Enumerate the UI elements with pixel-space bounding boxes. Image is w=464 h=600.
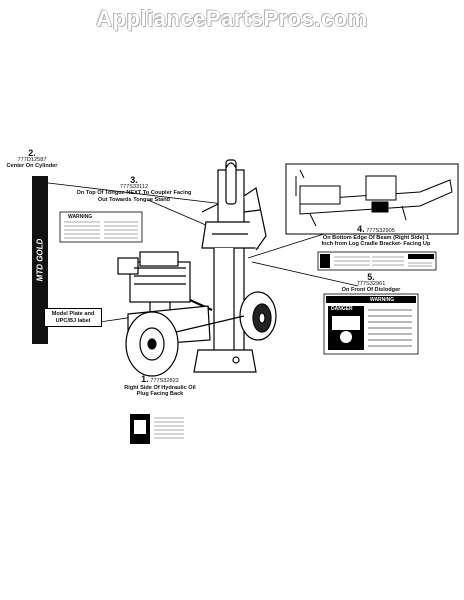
decal-2-mtd-gold: MTD GOLD — [32, 176, 48, 344]
callout-2-num: 2. — [28, 148, 36, 158]
callout-1: 1. 777S32822 Right Side Of Hydraulic Oil… — [118, 374, 202, 398]
leader-line-5 — [251, 261, 359, 287]
callout-5-text: On Front Of Dislodger — [341, 287, 401, 294]
callout-4-code: 777S32905 — [366, 228, 395, 234]
inset-detail — [285, 163, 459, 235]
decal-1 — [130, 414, 186, 444]
callout-1-code: 777S32822 — [150, 378, 179, 384]
leader-line-2 — [39, 181, 233, 206]
callout-3-text: On Top Of Tongue NEXT To Coupler Facing … — [76, 190, 192, 203]
decal-3-warning: WARNING — [68, 214, 93, 220]
decal-5-warning: WARNING — [370, 297, 395, 303]
callout-3-code: 777S33112 — [119, 183, 149, 190]
watermark: AppliancePartsPros.com — [96, 6, 368, 31]
splitter-body — [117, 159, 277, 377]
model-plate-label: Model Plate and UPC/BJ label — [44, 308, 102, 328]
callout-1-num: 1. — [141, 374, 149, 384]
callout-5: 5. 777S32961 On Front Of Dislodger — [330, 272, 412, 294]
callout-5-num: 5. — [367, 272, 375, 282]
callout-4-num: 4. — [357, 224, 365, 234]
decal-5-danger: DANGER — [331, 306, 353, 312]
callout-2: 2. 777D12587 Center On Cylinder — [4, 148, 60, 170]
callout-5-code: 777S32961 — [356, 280, 386, 287]
callout-4: 4. 777S32905 On Bottom Edge Of Beam (Rig… — [318, 224, 434, 248]
leader-line-4 — [247, 231, 331, 259]
callout-4-text: On Bottom Edge Of Beam (Right Side) 1 In… — [321, 234, 431, 248]
decal-5 — [323, 293, 419, 355]
decal-4 — [317, 251, 437, 271]
callout-3-num: 3. — [130, 175, 138, 185]
decal-2-text: MTD GOLD — [35, 238, 45, 282]
callout-2-text: Center On Cylinder — [6, 163, 58, 170]
callout-1-text: Right Side Of Hydraulic Oil Plug Facing … — [124, 384, 196, 398]
callout-3: 3. 777S33112 On Top Of Tongue NEXT To Co… — [74, 175, 194, 203]
decal-3 — [59, 211, 143, 243]
callout-2-code: 777D12587 — [17, 156, 47, 163]
